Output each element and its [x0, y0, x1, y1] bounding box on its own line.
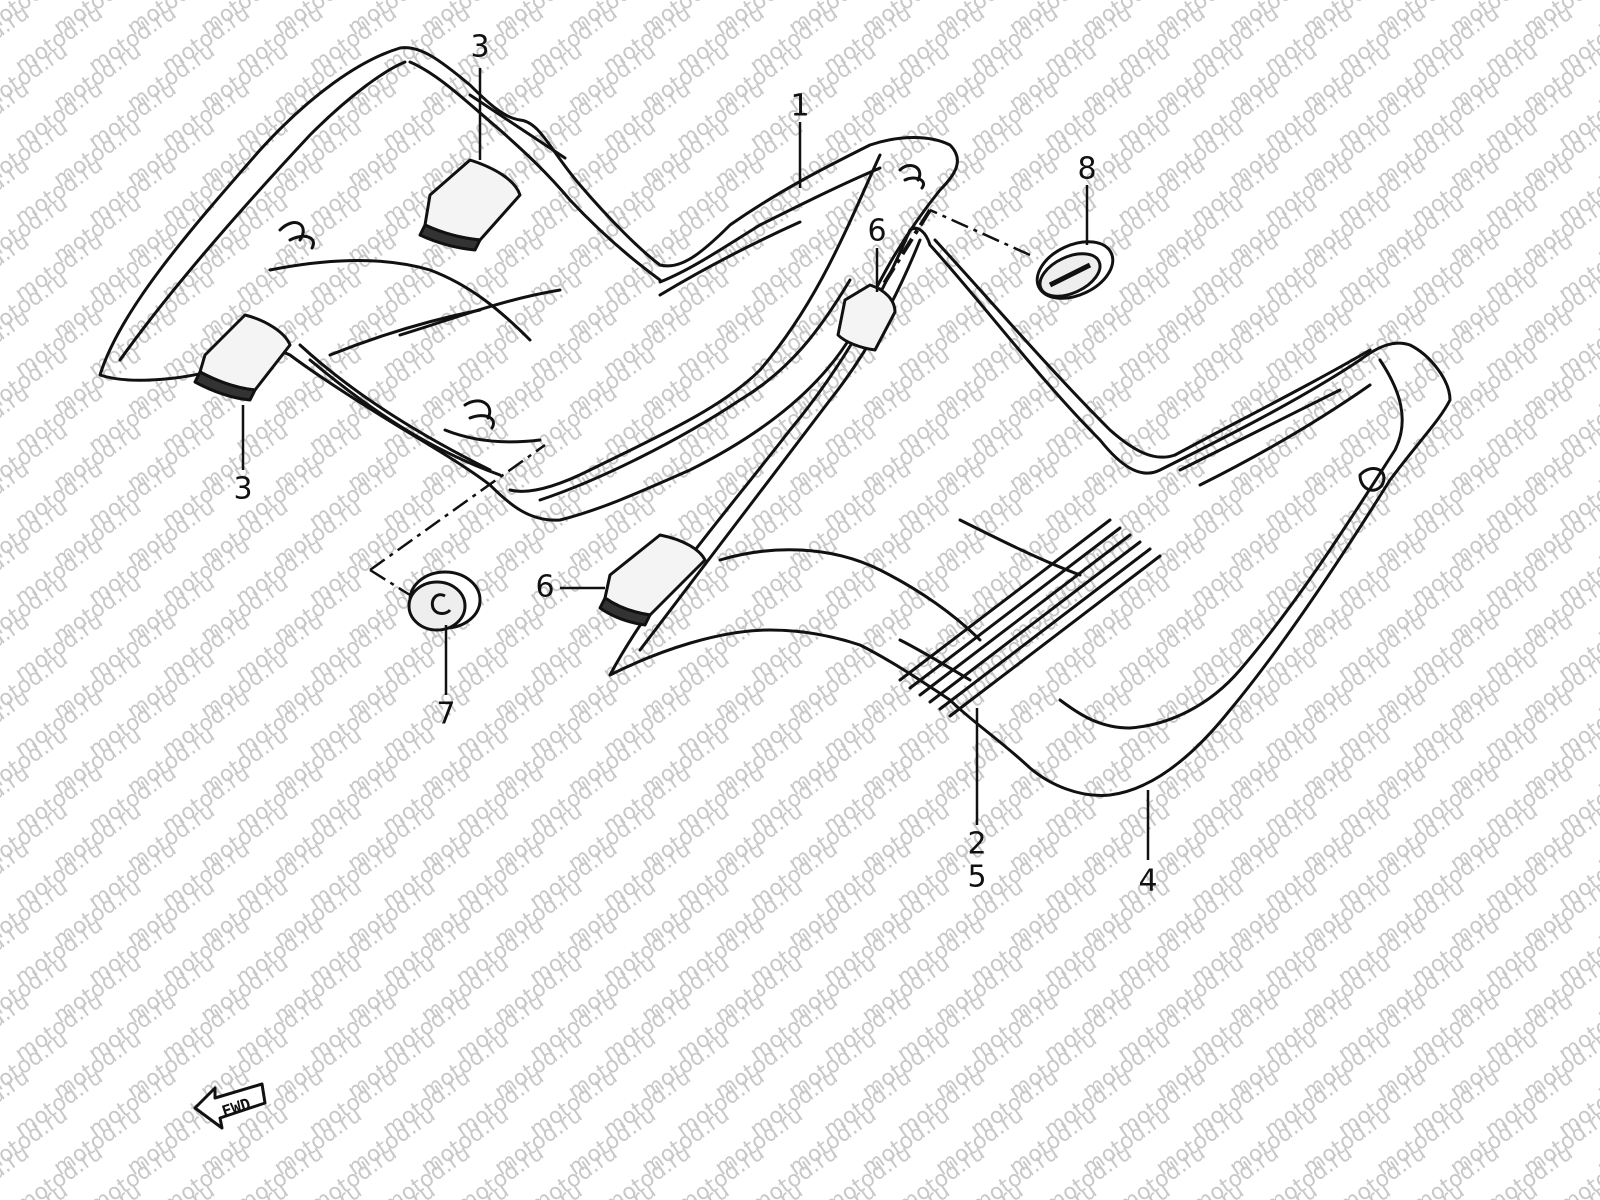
grommet-seven — [407, 570, 482, 632]
callout-7: 7 — [436, 697, 455, 732]
callout-3-upper: 3 — [470, 30, 489, 65]
callout-1: 1 — [790, 89, 809, 124]
callout-6-upper: 6 — [867, 214, 886, 249]
callout-8: 8 — [1077, 152, 1096, 187]
watermark-text: motod.ru — [1593, 0, 1600, 41]
callout-4: 4 — [1138, 864, 1157, 899]
callout-2: 2 — [967, 827, 986, 862]
callout-6-lower: 6 — [535, 570, 554, 605]
callout-3-lower: 3 — [233, 472, 252, 507]
callout-5: 5 — [967, 860, 986, 895]
